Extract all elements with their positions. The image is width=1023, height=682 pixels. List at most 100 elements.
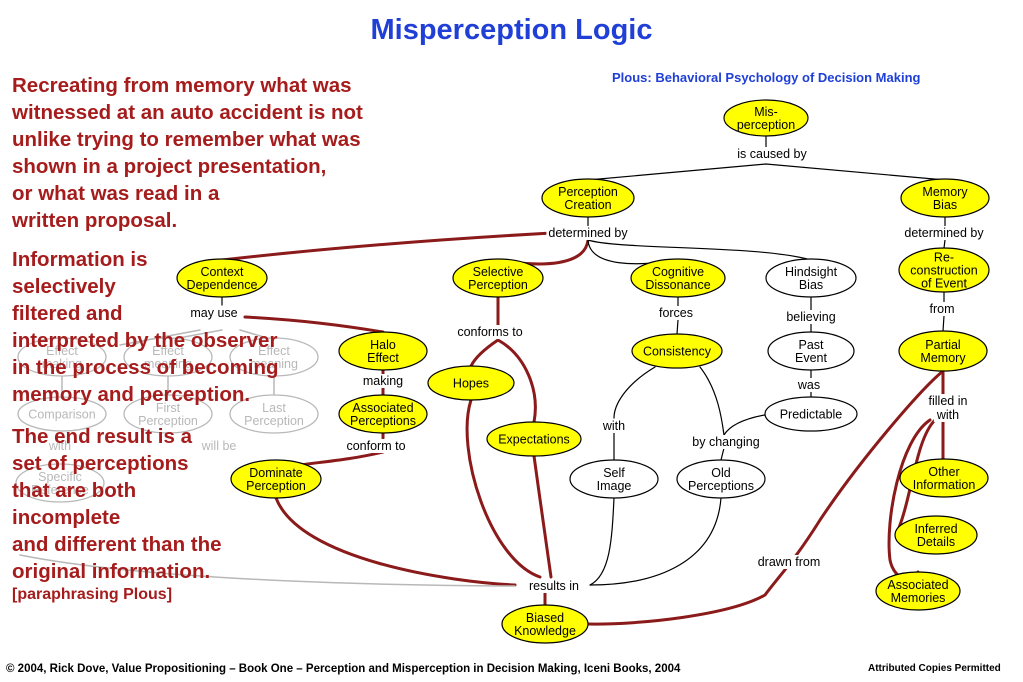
node-label: Perception [246, 479, 306, 493]
information-line: in the process of becoming [12, 356, 279, 379]
node-label: meaning [144, 357, 192, 371]
node-ellipse [723, 99, 809, 137]
node-ellipse [338, 331, 428, 371]
node-ellipse [894, 515, 978, 555]
node-label: of Event [921, 277, 967, 291]
node-label: Memory [922, 185, 968, 199]
node-label: Dependence [187, 278, 258, 292]
link-label-bg [360, 374, 406, 388]
copyright-footer: © 2004, Rick Dove, Value Propositioning … [6, 663, 681, 675]
filled-to-associated [887, 418, 932, 580]
node-ellipse [630, 258, 726, 298]
reconstruction-from [942, 291, 945, 332]
link-label-bg [926, 394, 970, 408]
link-label-bg [933, 408, 962, 422]
link-label-bg [599, 419, 628, 433]
node-label: Memory [920, 351, 966, 365]
predictable-changing [720, 413, 771, 461]
intro-line: or what was read in a [12, 182, 220, 205]
link-label-bg [546, 226, 631, 240]
node-label: Information [913, 478, 976, 492]
node-ellipse [898, 330, 988, 372]
node-ellipse [452, 258, 544, 298]
node-label: Effect [46, 344, 78, 358]
intro-line: unlike trying to remember what was [12, 128, 361, 151]
expectations-results [532, 454, 553, 579]
node-label: Knowledge [514, 624, 576, 638]
node-label: Dissonance [645, 278, 710, 292]
intro-line: written proposal. [12, 209, 178, 232]
node-label: Image [597, 479, 632, 493]
hopes-results [465, 398, 542, 579]
node-label: Event [795, 351, 827, 365]
node-ellipse [123, 337, 213, 377]
rights-footer: Attributed Copies Permitted [868, 663, 1001, 674]
link-label-bg [735, 147, 810, 161]
node-ellipse [569, 459, 659, 499]
node-ellipse [767, 331, 855, 371]
node-label: Specific [38, 470, 82, 484]
link-label-filled-in-with-2: with [936, 408, 959, 422]
node-label: meaning [250, 357, 298, 371]
link-label-with: with [602, 419, 625, 433]
node-ellipse [676, 459, 766, 499]
node-label: Mis- [754, 105, 778, 119]
may-use-to-halo [243, 315, 385, 334]
node-label: Other [928, 465, 959, 479]
node-label: Predictable [780, 408, 843, 422]
link-label-making: making [363, 374, 403, 388]
node-ellipse [15, 463, 105, 503]
node-label: Effect [152, 344, 184, 358]
node-ellipse [176, 258, 268, 298]
node-misperception: Mis-perception [723, 99, 809, 137]
link-label-ghost-with: with [48, 439, 71, 453]
intro-line: shown in a project presentation, [12, 155, 327, 178]
conforms-to-expectations [496, 338, 537, 424]
node-label: Perceptions [688, 479, 754, 493]
end-result-paragraph: The end result is a set of perceptions t… [12, 423, 222, 585]
link-label-bg [526, 579, 582, 593]
node-label: perception [737, 118, 795, 132]
node-ellipse [900, 178, 990, 218]
link-label-results-in: results in [529, 579, 579, 593]
link-label-conform-to: conform to [346, 439, 405, 453]
node-ellipse [123, 394, 213, 434]
cognitive-forces [676, 296, 679, 335]
node-label: Creation [564, 198, 611, 212]
link-label-filled-in-with-1: filled in [929, 394, 968, 408]
link-label-bg [794, 378, 823, 392]
node-label: Bias [799, 278, 823, 292]
link-label-may-use: may use [190, 306, 237, 320]
node-label: Re- [934, 251, 954, 265]
self-results [589, 497, 615, 586]
node-label: Cognitive [652, 265, 704, 279]
node-label: Details [917, 535, 955, 549]
node-label: Associated [887, 578, 948, 592]
node-hopes: Hopes [427, 365, 515, 401]
node-ellipse [899, 458, 989, 498]
link-label-bg [755, 555, 823, 569]
node-label: Context [200, 265, 244, 279]
link-label-is-caused-by: is caused by [737, 147, 807, 161]
node-label: Past [798, 338, 824, 352]
node-label: Perception [244, 414, 304, 428]
link-label-bg [927, 302, 957, 316]
link-label-believing: believing [786, 310, 835, 324]
node-label: Perception [138, 414, 198, 428]
link-label-bg [690, 435, 762, 449]
